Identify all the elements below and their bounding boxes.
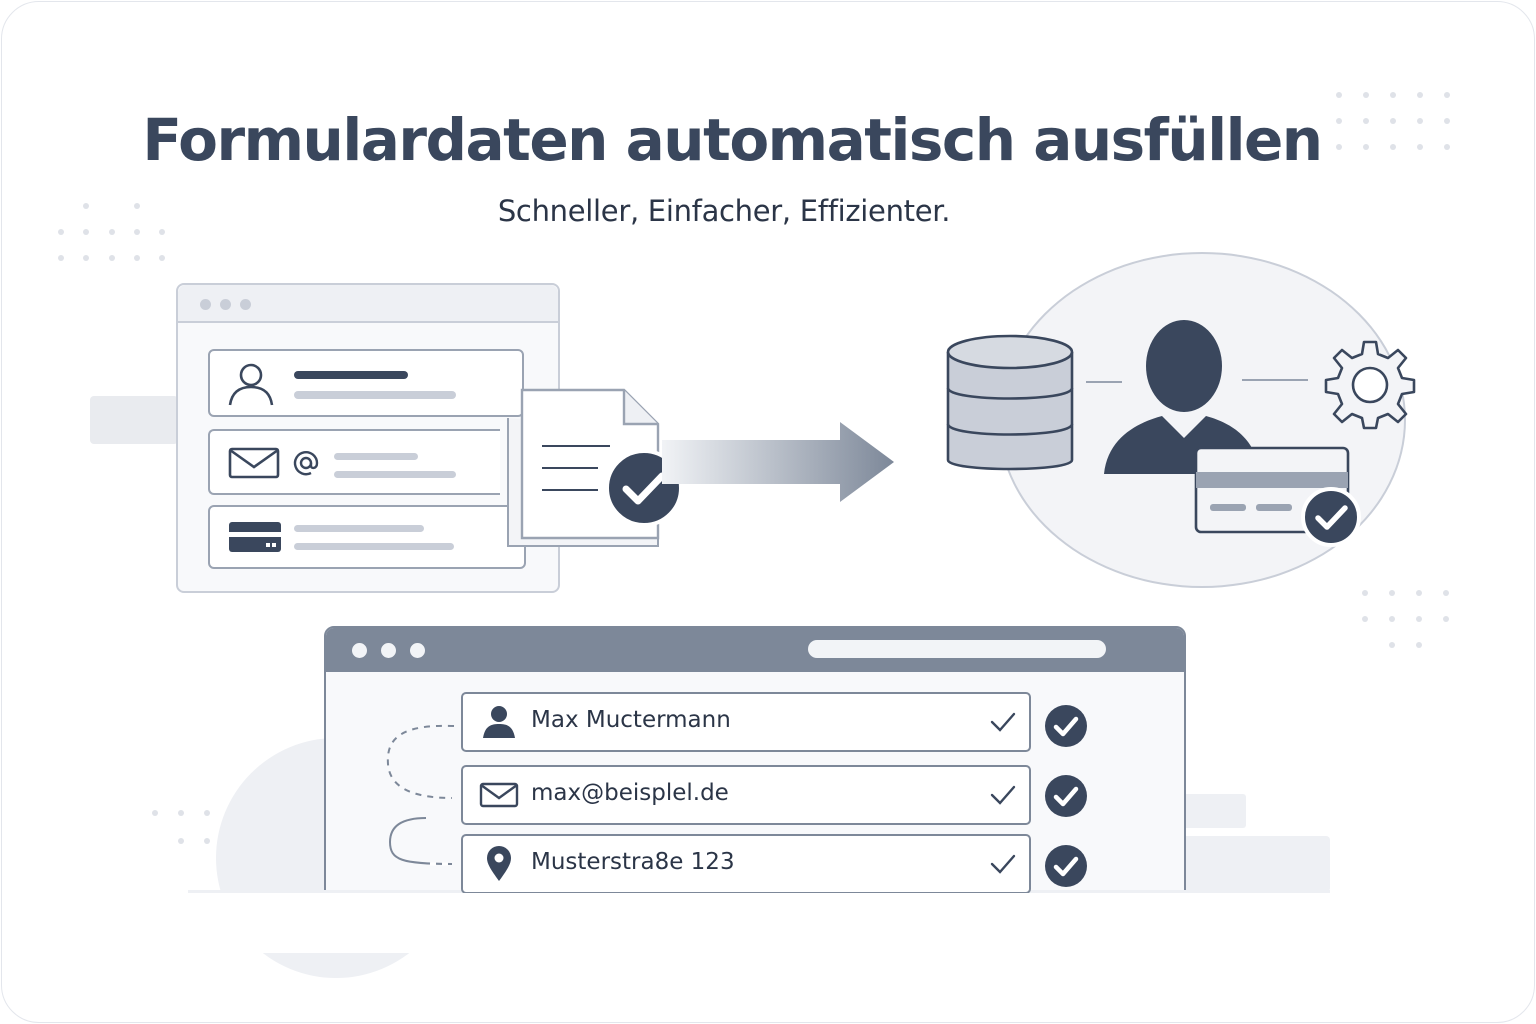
checkmark-icon	[990, 785, 1016, 805]
mail-icon	[479, 782, 519, 808]
check-badge-icon	[1301, 487, 1361, 547]
arrow-right-icon	[662, 422, 894, 502]
gear-icon	[1324, 340, 1416, 430]
checkmark-icon	[990, 854, 1016, 874]
window-control-dot	[352, 643, 367, 658]
bottom-mask	[188, 893, 1388, 953]
window-control-dot	[381, 643, 396, 658]
autofill-field-name[interactable]: Max Muctermann	[461, 692, 1031, 752]
at-icon	[293, 451, 319, 476]
field-value: Musterstra8e 123	[531, 849, 735, 875]
placeholder-line	[334, 471, 456, 478]
document-icon	[507, 388, 660, 547]
checkmark-icon	[990, 712, 1016, 732]
page-subtitle: Schneller, Einfacher, Effizienter.	[497, 194, 951, 228]
check-badge-icon	[1045, 845, 1087, 887]
placeholder-line	[294, 391, 456, 399]
autofill-field-address[interactable]: Musterstra8e 123	[461, 834, 1031, 894]
decor-block-right-1	[1174, 794, 1246, 828]
placeholder-line	[294, 543, 454, 550]
page-title: Formulardaten automatisch ausfüllen	[142, 106, 1323, 174]
location-pin-icon	[487, 846, 511, 881]
placeholder-line	[294, 371, 408, 379]
placeholder-line	[294, 525, 424, 532]
database-icon	[946, 334, 1074, 471]
check-badge-icon	[1045, 775, 1087, 817]
connector-dashes	[386, 724, 455, 866]
dot-grid-mid-right	[1362, 590, 1452, 650]
mail-icon	[228, 447, 280, 479]
field-value: max@beisplel.de	[531, 780, 729, 806]
dot-grid-top-left	[58, 203, 168, 265]
window-control-dot	[410, 643, 425, 658]
person-icon	[483, 706, 515, 738]
form-row-email	[208, 429, 500, 495]
autofill-field-email[interactable]: max@beisplel.de	[461, 765, 1031, 825]
user-icon	[228, 363, 274, 406]
dot-grid-top-right	[1336, 92, 1456, 154]
window-titlebar	[178, 285, 558, 323]
check-badge-icon	[1045, 705, 1087, 747]
decor-block-left	[90, 396, 178, 444]
connector-lines	[1086, 379, 1308, 383]
card-icon	[229, 522, 281, 552]
decor-block-right-2	[1174, 836, 1330, 892]
source-form-window	[176, 283, 560, 593]
address-bar	[808, 640, 1106, 658]
form-row-payment	[208, 505, 526, 569]
form-row-user	[208, 349, 524, 417]
placeholder-line	[334, 453, 418, 460]
field-value: Max Muctermann	[531, 707, 731, 733]
